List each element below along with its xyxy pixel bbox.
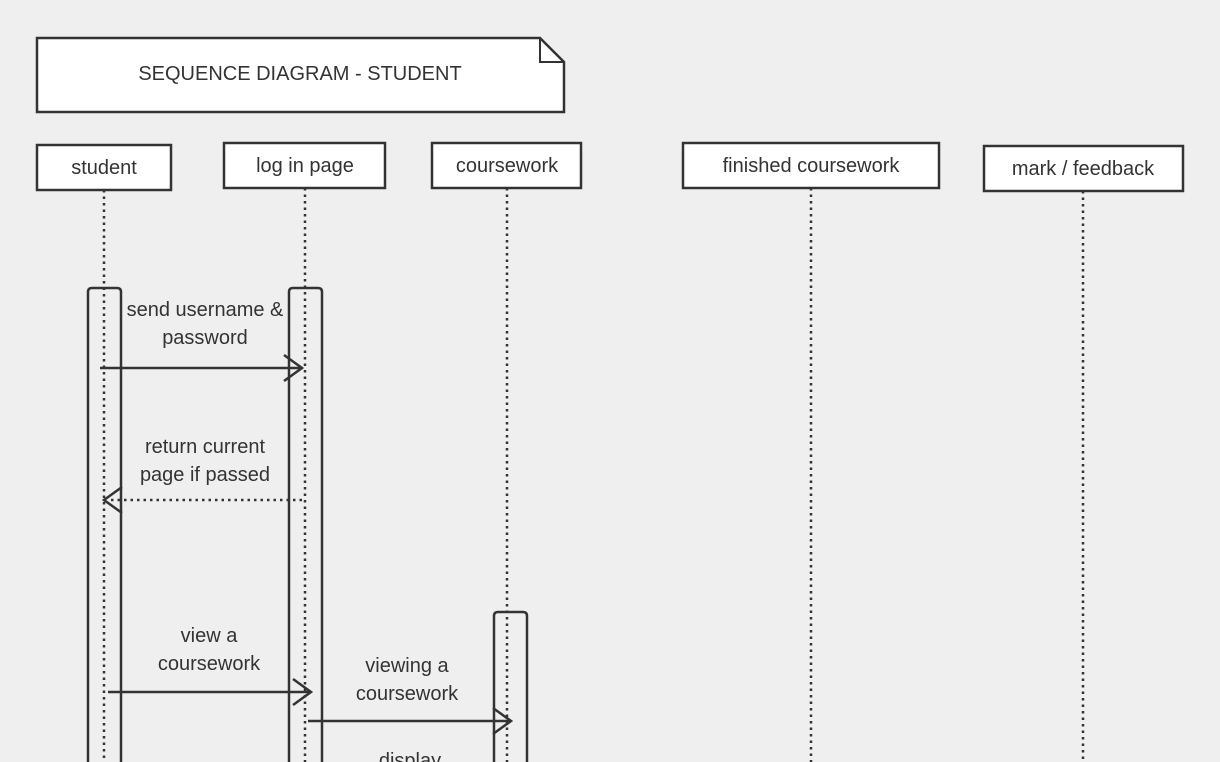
participant-label: coursework [456, 155, 559, 177]
message-label-line: view a [181, 625, 239, 647]
message-label-line: send username & [127, 299, 284, 321]
message-send-credentials: send username & password [100, 299, 305, 383]
participant-student: student [35, 143, 173, 192]
message-label-line: coursework [356, 683, 459, 705]
message-label-line: display [379, 750, 441, 762]
message-label-line: password [162, 327, 248, 349]
activation-login [287, 286, 324, 762]
diagram-title: SEQUENCE DIAGRAM - STUDENT [138, 63, 461, 85]
diagram-frame: SEQUENCE DIAGRAM - STUDENT [35, 36, 566, 114]
participant-label: finished coursework [723, 155, 901, 177]
message-label-line: return current [145, 436, 265, 458]
participant-finished-coursework: finished coursework [681, 141, 941, 190]
message-label-line: coursework [158, 653, 261, 675]
participant-login-page: log in page [222, 141, 387, 190]
participant-label: log in page [256, 155, 354, 177]
message-viewing-coursework: viewing a coursework [308, 655, 514, 736]
participant-mark-feedback: mark / feedback [982, 144, 1185, 193]
activation-coursework [492, 610, 529, 762]
message-view-coursework: view a coursework [108, 625, 314, 707]
message-return-page: return current page if passed [101, 436, 302, 515]
activation-student [86, 286, 123, 762]
participant-label: student [71, 157, 137, 179]
message-display: display [379, 750, 441, 762]
participant-coursework: coursework [430, 141, 583, 190]
message-label-line: viewing a [365, 655, 449, 677]
message-label-line: page if passed [140, 464, 270, 486]
participant-label: mark / feedback [1012, 158, 1155, 180]
